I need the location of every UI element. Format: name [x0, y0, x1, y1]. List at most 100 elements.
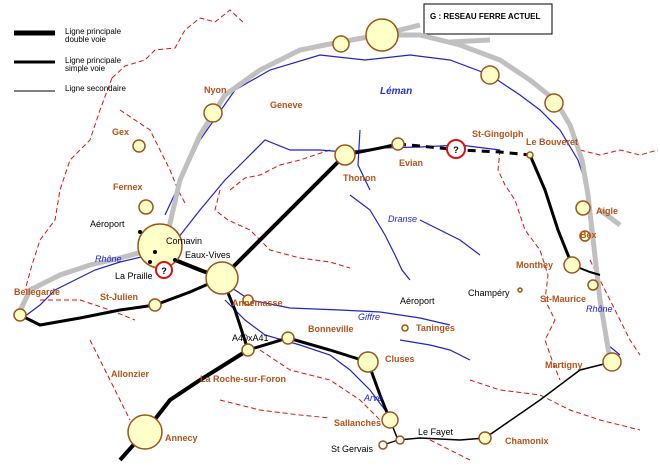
station-thonon [334, 144, 356, 166]
rail-bouveret-monthey [528, 154, 574, 266]
geneva-stops [138, 230, 177, 264]
border-mont-blanc [469, 379, 641, 431]
station-montreux [544, 93, 564, 113]
station-sallanches [381, 411, 399, 429]
cff-lausanne-east [449, 37, 491, 45]
rail-cluses-sallanches [366, 361, 392, 421]
unknown-marker-evian-label: ? [453, 145, 459, 155]
rivers [19, 54, 621, 411]
station-fernex [138, 199, 154, 215]
label-geneve: Geneve [270, 100, 303, 110]
label-taninges: Taninges [416, 323, 455, 333]
label-la-praille: La Praille [115, 271, 153, 281]
border-canton-south [214, 189, 351, 269]
label-le-fayet: Le Fayet [418, 427, 454, 437]
station-martigny [602, 352, 622, 372]
label-sallanches: Sallanches [334, 418, 381, 428]
station-morges [332, 35, 350, 53]
label-nyon: Nyon [204, 85, 227, 95]
border-jura-north [111, 9, 246, 79]
station-le-bouveret [526, 151, 534, 159]
unknown-markers: ? ? [155, 139, 466, 279]
label-la-roche: La Roche-sur-Foron [200, 374, 286, 384]
station-aigle [575, 200, 591, 216]
border-valais [497, 149, 561, 381]
station-cluses [357, 351, 379, 373]
label-st-gervais: St Gervais [331, 444, 374, 454]
label-rhone-west: Rhône [95, 254, 122, 264]
station-le-fayet [395, 435, 405, 445]
border-haute-savoie-west [89, 339, 131, 421]
unknown-marker-evian [446, 139, 466, 159]
rail-lines [19, 142, 613, 462]
border-fayet [429, 439, 471, 461]
label-dranse: Dranse [388, 214, 417, 224]
label-a40xa41: A40xA41 [232, 333, 269, 343]
label-fernex: Fernex [113, 182, 143, 192]
border-vaud-east [579, 149, 659, 156]
label-bellegarde: Bellegarde [14, 287, 60, 297]
giffre-branch [399, 339, 471, 361]
unknown-marker-praille-label: ? [161, 266, 167, 276]
labels: Léman Nyon Geneve Gex Fernex Aéroport Co… [14, 85, 618, 454]
label-allonzier: Allonzier [111, 369, 150, 379]
label-giffre: Giffre [358, 312, 380, 322]
station-annecy [127, 414, 163, 450]
label-cornavin: Cornavin [166, 236, 202, 246]
unknown-marker-praille [155, 261, 173, 279]
title-box: G : RESEAU FERRE ACTUEL [423, 3, 553, 35]
station-bonneville [281, 331, 295, 345]
label-eaux-vives: Eaux-Vives [185, 250, 231, 260]
label-aigle: Aigle [596, 206, 618, 216]
label-annemasse: Annemasse [232, 298, 283, 308]
cff-nyon-lausanne-simplon [162, 32, 613, 361]
stop-eaux-vives [173, 258, 177, 262]
stop-aeroport [138, 230, 142, 234]
cff-lines [15, 22, 622, 361]
label-gex: Gex [112, 127, 129, 137]
station-reignier [242, 294, 254, 306]
legend: Ligne principale double voie Ligne princ… [14, 27, 126, 93]
dranse-upper [357, 129, 371, 191]
lake-label: Léman [380, 86, 412, 97]
label-monthey: Monthey [516, 260, 553, 270]
label-annecy: Annecy [165, 433, 198, 443]
dranse-river [349, 194, 411, 281]
station-champery [517, 287, 523, 293]
legend-label-secondary: Ligne secondaire [65, 84, 126, 93]
station-taninges [401, 324, 409, 332]
station-evian [391, 137, 405, 151]
arve-river [224, 299, 386, 411]
station-chamonix [478, 431, 492, 445]
border-jura-west [24, 77, 113, 291]
legend-label-single: Ligne principale [65, 56, 122, 65]
label-bonneville: Bonneville [308, 324, 354, 334]
label-arve: Arve [363, 393, 383, 403]
label-rhone-east: Rhône [586, 304, 613, 314]
rail-bellegarde-annemasse [19, 276, 223, 327]
station-vevey [480, 65, 500, 85]
label-thonon: Thonon [343, 173, 376, 183]
borders [24, 9, 659, 461]
map-title: G : RESEAU FERRE ACTUEL [430, 12, 540, 21]
station-st-maurice [587, 279, 599, 291]
border-south-west [40, 299, 136, 321]
label-chamonix: Chamonix [505, 436, 549, 446]
stop-praille [148, 260, 152, 264]
stop-cornavin [153, 250, 157, 254]
label-st-maurice: St-Maurice [540, 294, 586, 304]
legend-label-double: Ligne principale [65, 27, 122, 36]
cff-geneva-bellegarde [15, 247, 151, 317]
rail-annemasse-thonon [220, 153, 347, 280]
label-cluses: Cluses [385, 354, 415, 364]
label-martigny: Martigny [545, 360, 583, 370]
station-monthey [563, 256, 581, 274]
label-aeroport-gva: Aéroport [90, 219, 125, 229]
station-st-gervais [378, 440, 388, 450]
label-le-bouveret: Le Bouveret [526, 137, 578, 147]
station-nyon [203, 103, 223, 123]
border-arve-south [259, 349, 381, 421]
station-bex [579, 230, 591, 242]
